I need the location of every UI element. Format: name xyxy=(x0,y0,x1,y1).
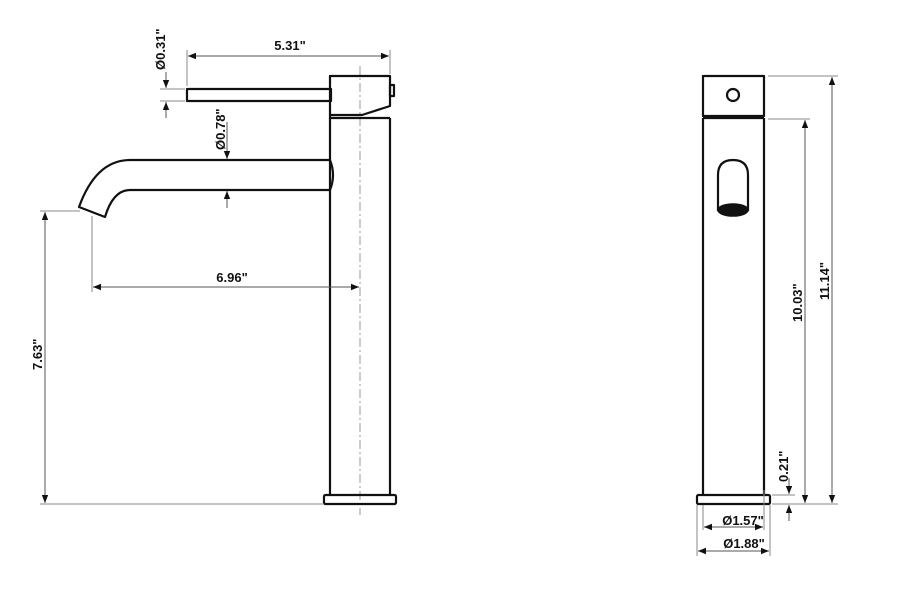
handle-length-label: 5.31" xyxy=(274,38,305,53)
dim-handle-diameter: Ø0.31" xyxy=(153,28,185,118)
handle-side xyxy=(185,74,396,119)
body-height-label: 10.03" xyxy=(790,283,805,322)
dim-total-height: 11.14" xyxy=(768,75,838,505)
faucet-body-front xyxy=(695,116,772,506)
base-diameter-label: Ø1.88" xyxy=(723,536,765,551)
spout-reach-label: 6.96" xyxy=(216,270,247,285)
dim-handle-length: 5.31" xyxy=(186,38,391,86)
dim-spout-reach: 6.96" xyxy=(91,216,359,292)
dim-body-height: 10.03" xyxy=(768,118,810,503)
total-height-label: 11.14" xyxy=(817,262,832,300)
handle-diameter-label: Ø0.31" xyxy=(153,28,168,70)
front-view: 11.14" 10.03" 0.21" Ø1.57" xyxy=(695,74,838,556)
handle-front xyxy=(701,74,766,118)
faucet-body-side xyxy=(322,116,398,506)
spout-diameter-label: Ø0.78" xyxy=(213,108,228,150)
dim-body-diameter: Ø1.57" xyxy=(702,490,765,531)
handle-hole-icon xyxy=(725,87,741,103)
spout-opening-front xyxy=(716,158,750,217)
dim-spout-height: 7.63" xyxy=(30,210,324,505)
side-view: 5.31" Ø0.31" Ø0.78" 6.96" xyxy=(30,28,398,515)
body-diameter-label: Ø1.57" xyxy=(722,513,764,528)
spout-side xyxy=(77,158,335,219)
dim-base-thickness: 0.21" xyxy=(772,451,795,521)
dim-spout-diameter: Ø0.78" xyxy=(213,108,231,208)
dim-base-diameter: Ø1.88" xyxy=(696,505,771,556)
spout-height-label: 7.63" xyxy=(30,339,45,370)
base-thickness-label: 0.21" xyxy=(776,451,791,482)
